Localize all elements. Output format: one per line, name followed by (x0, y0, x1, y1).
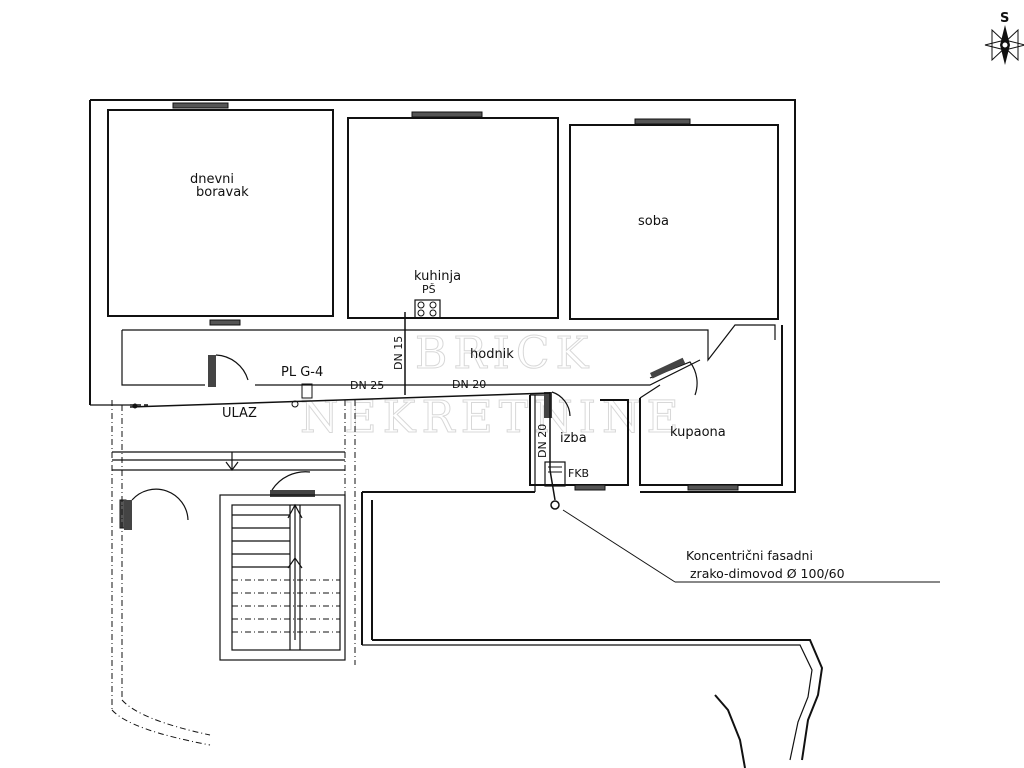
stove-icon (414, 299, 441, 319)
room-label-dnevni: dnevni (190, 172, 234, 187)
entrance-staircase (111, 400, 356, 746)
room-label-boravak: boravak (196, 185, 249, 200)
watermark-brick: BRICK (415, 328, 594, 379)
outer-walls (89, 99, 824, 768)
compass-letter: S (1000, 11, 1009, 26)
boiler-label: FKB (568, 467, 589, 480)
flue-annotation-line2: zrako-dimovod Ø 100/60 (690, 566, 845, 581)
room-label-soba: soba (638, 214, 669, 229)
boiler-icon (544, 461, 566, 487)
gas-meter-label: PL G-4 (281, 365, 323, 380)
pipe-label-dn15: DN 15 (392, 336, 405, 370)
compass-icon (984, 25, 1024, 65)
room-label-kuhinja: kuhinja (414, 269, 461, 284)
pipe-label-dn20-vertical: DN 20 (536, 424, 549, 458)
room-label-kupaona: kupaona (670, 425, 726, 440)
gas-pipes (129, 312, 940, 583)
stove-label: PŠ (422, 283, 436, 296)
room-label-ulaz: ULAZ (222, 406, 257, 421)
pipe-label-dn20-horizontal: DN 20 (452, 378, 486, 391)
stair-treads (232, 505, 340, 650)
room-label-hodnik: hodnik (470, 347, 514, 362)
flue-annotation-line1: Koncentrični fasadni (686, 548, 813, 563)
pipe-label-dn25: DN 25 (350, 379, 384, 392)
doors (124, 354, 698, 530)
room-label-izba: izba (560, 431, 587, 446)
